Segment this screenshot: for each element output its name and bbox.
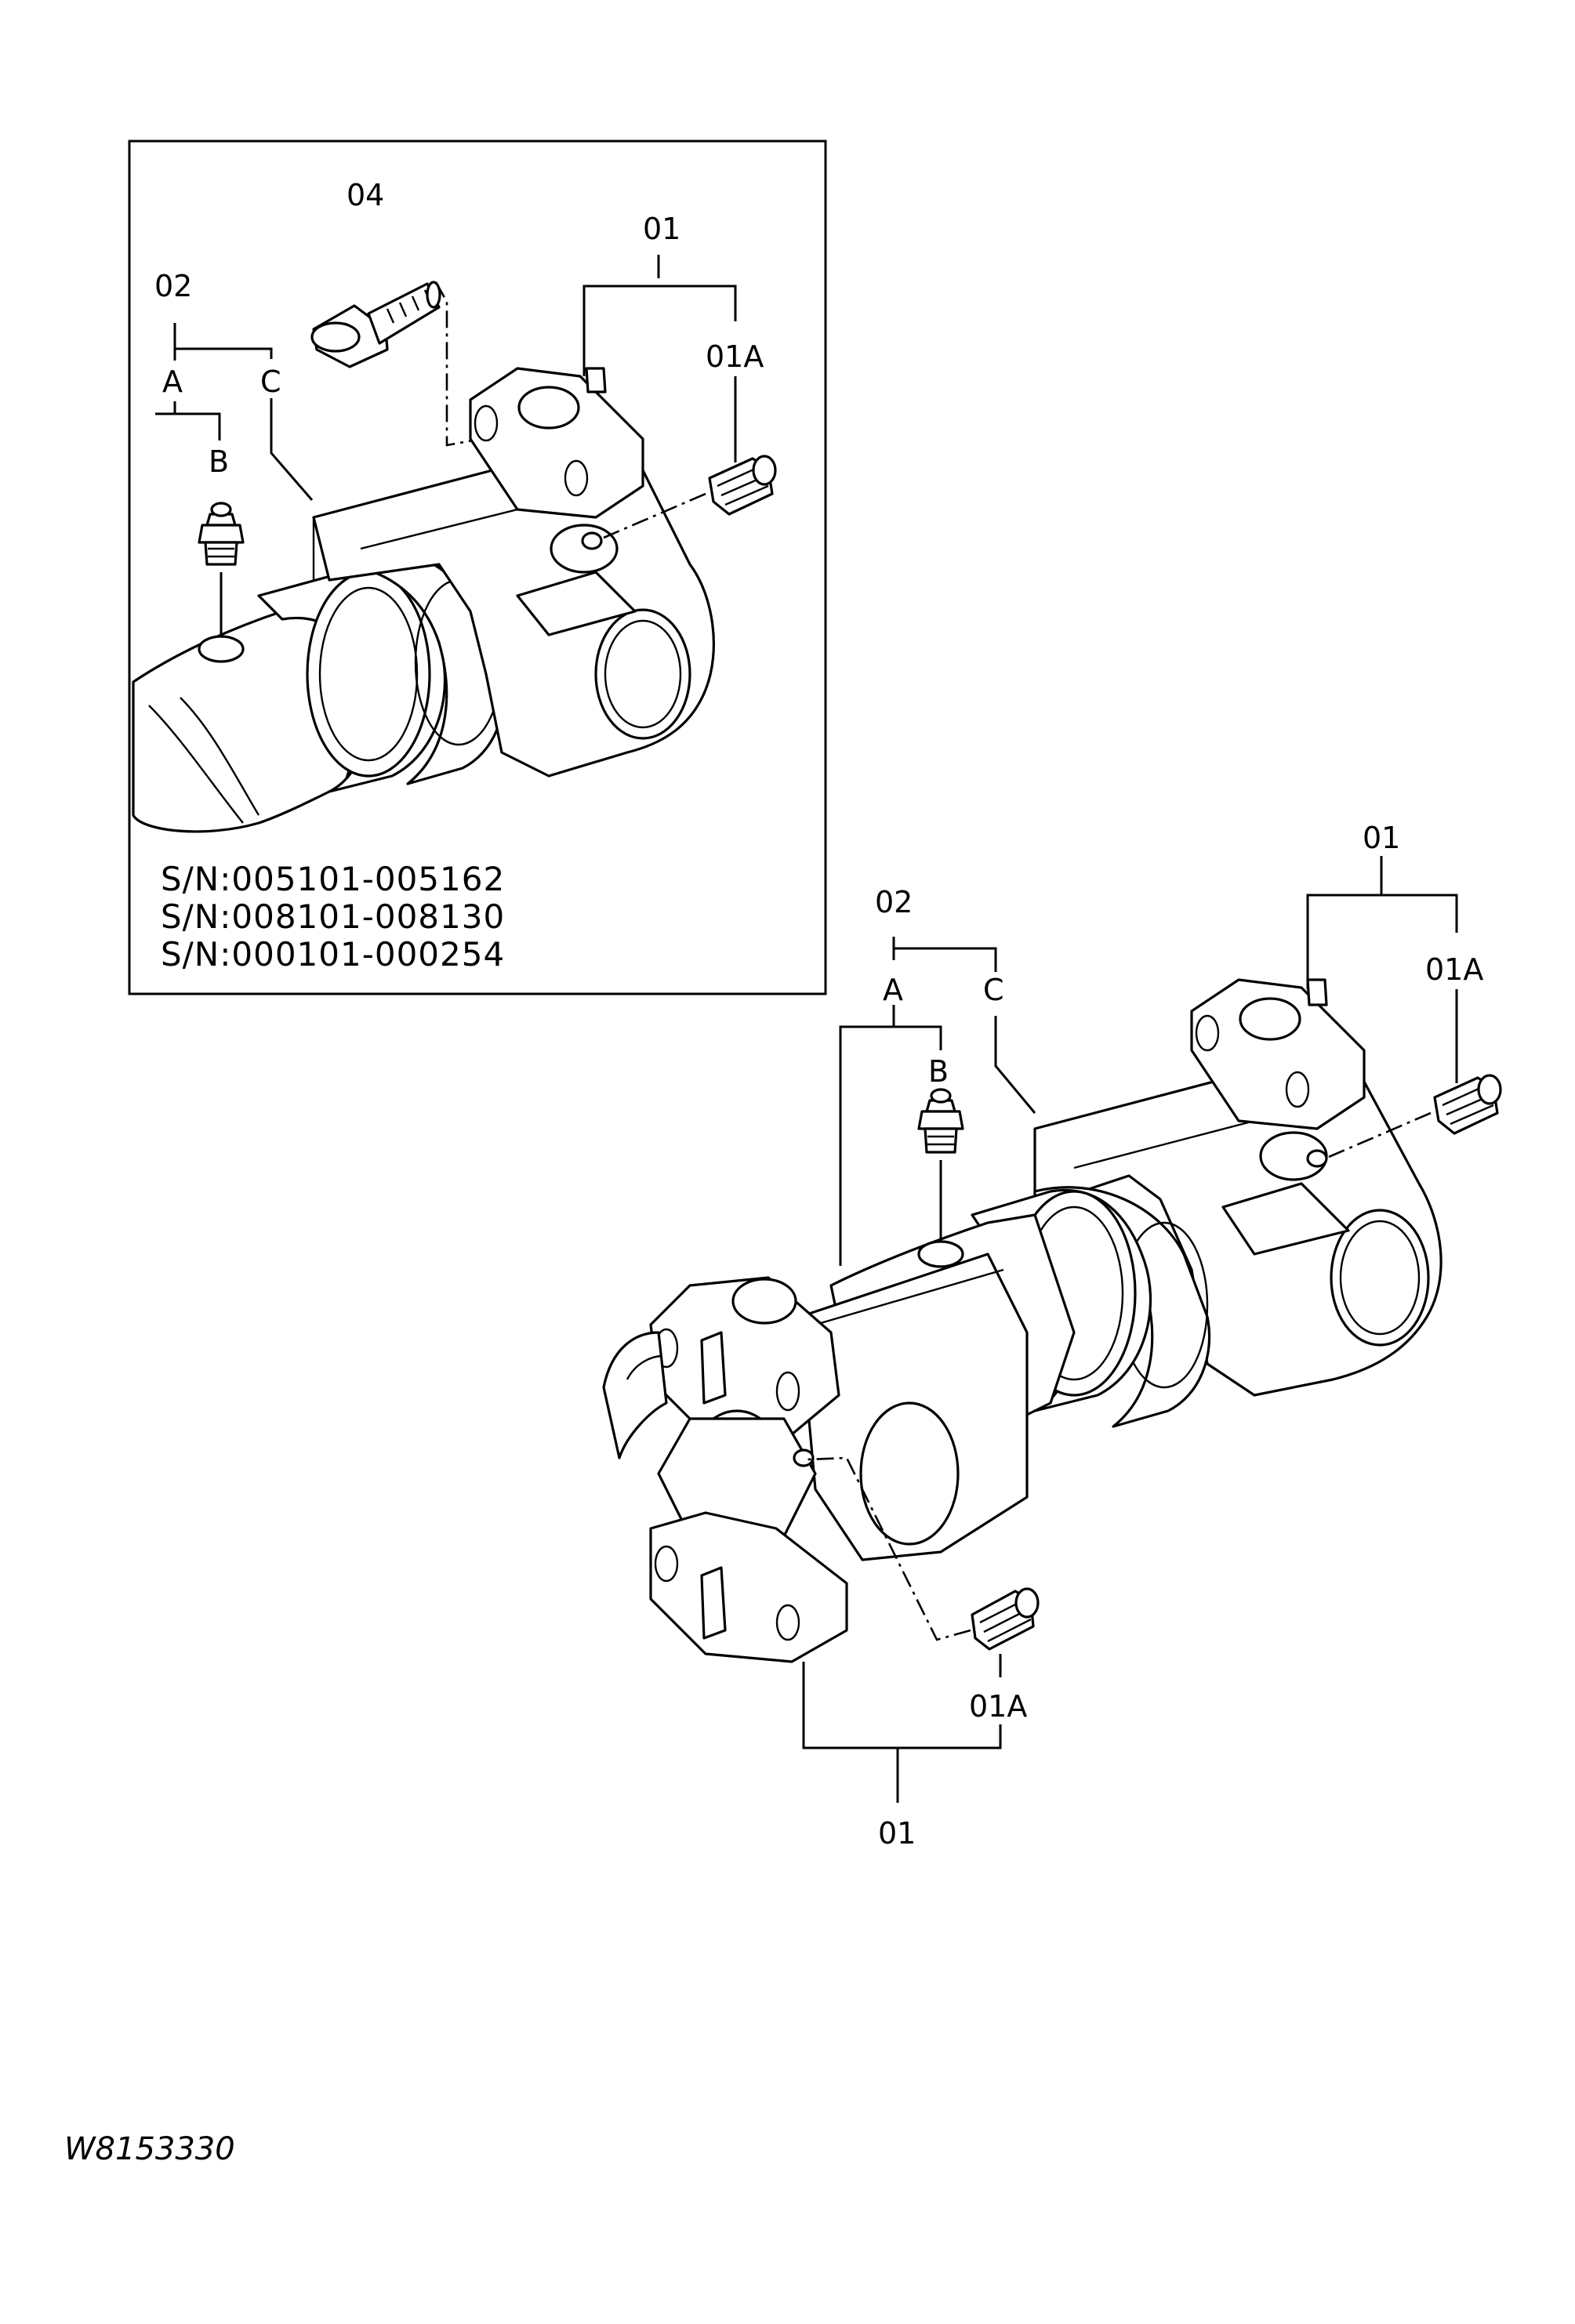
- callout-01-main-top: 01: [1363, 821, 1400, 855]
- grease-nipple-01a-inset: [708, 455, 777, 516]
- serial-number-1: S/N:005101-005162: [161, 860, 505, 898]
- callout-01-inset: 01: [643, 212, 680, 246]
- serial-number-list: S/N:005101-005162 S/N:008101-008130 S/N:…: [161, 860, 505, 973]
- grease-nipple-01a-main-bottom: [971, 1587, 1040, 1651]
- main-assembly-drawing: [602, 978, 1443, 1663]
- grease-nipple-01a-main-top: [1433, 1074, 1502, 1135]
- callout-01a-main-top: 01A: [1425, 952, 1483, 987]
- grease-nipple-b-main: [917, 1088, 964, 1154]
- grease-nipple-b-inset: [198, 502, 245, 566]
- callout-b-inset: B: [209, 444, 229, 479]
- callout-01a-main-bottom: 01A: [969, 1689, 1027, 1724]
- callout-b-main: B: [928, 1054, 949, 1089]
- serial-number-3: S/N:000101-000254: [161, 935, 505, 973]
- main-callout-lines: [802, 856, 1458, 1803]
- callout-a-inset: A: [162, 364, 183, 399]
- inset-panel: 04 01 02 01A A C B S/N:005101-005162 S/N…: [128, 140, 827, 995]
- callout-02-main: 02: [875, 885, 913, 919]
- callout-01-main-bottom: 01: [878, 1816, 916, 1851]
- drawing-code: W8153330: [64, 2131, 235, 2167]
- callout-01a-inset: 01A: [706, 339, 764, 374]
- callout-a-main: A: [883, 973, 903, 1007]
- serial-number-2: S/N:008101-008130: [161, 897, 505, 936]
- callout-c-main: C: [983, 973, 1004, 1007]
- bolt-04-drawing: [310, 281, 441, 368]
- callout-04-inset: 04: [347, 178, 384, 212]
- inset-callout-lines: [155, 255, 737, 501]
- callout-c-inset: C: [260, 364, 281, 399]
- callout-02-inset: 02: [154, 269, 192, 303]
- inset-shaft-drawing: [132, 367, 716, 833]
